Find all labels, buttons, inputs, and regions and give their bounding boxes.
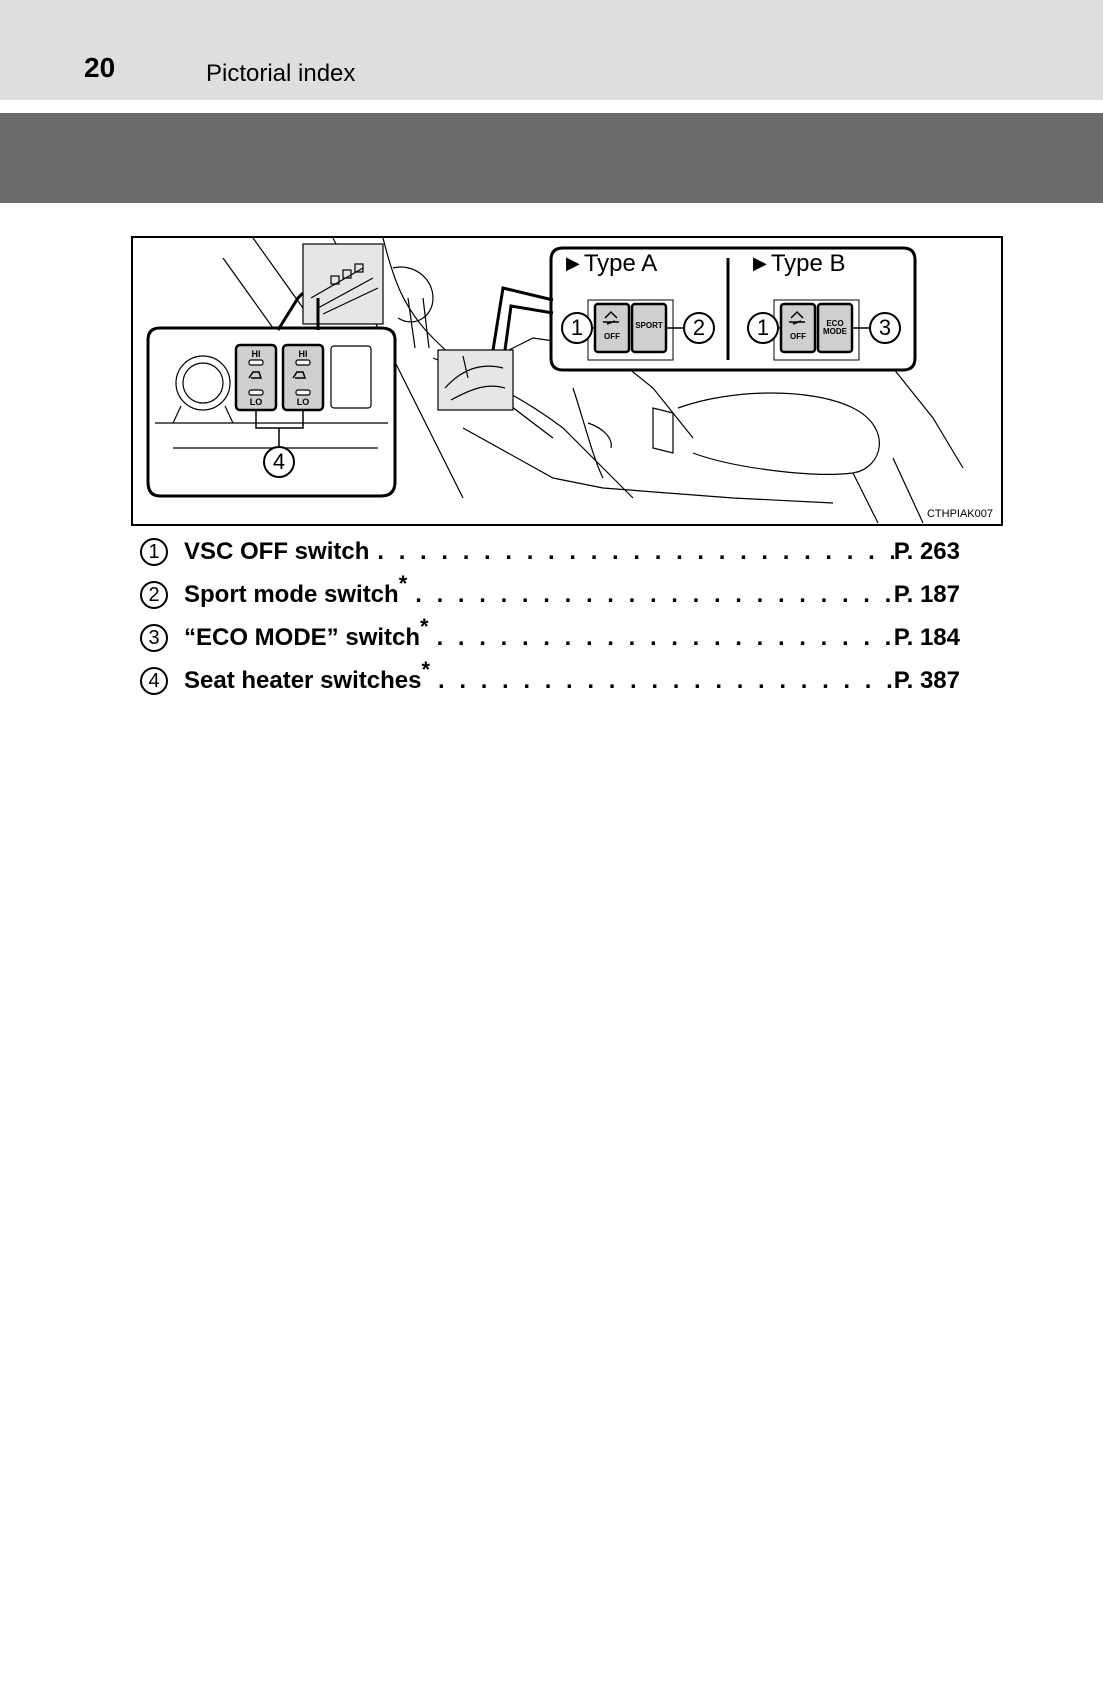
page-reference[interactable]: P. 387 bbox=[893, 666, 960, 694]
callout-sport: 2 bbox=[683, 312, 715, 344]
legend-label-text: Sport mode switch bbox=[184, 580, 399, 608]
page-reference[interactable]: P. 263 bbox=[893, 537, 960, 565]
legend-number: 1 bbox=[140, 537, 168, 566]
legend-number: 4 bbox=[140, 666, 168, 695]
legend-label-text: Seat heater switches bbox=[184, 666, 422, 694]
legend-label: VSC OFF switch bbox=[184, 538, 369, 566]
switch-legend: 1 VSC OFF switch . . . . . . . . . . . .… bbox=[140, 530, 960, 702]
illustration-code: CTHPIAK007 bbox=[926, 508, 993, 520]
header-band bbox=[0, 0, 1103, 100]
legend-label-text: VSC OFF switch bbox=[184, 537, 370, 565]
legend-label: “ECO MODE” switch* bbox=[184, 615, 429, 652]
console-line-drawing bbox=[146, 238, 964, 524]
page-number: 20 bbox=[84, 52, 116, 83]
sport-switch-label: SPORT bbox=[635, 321, 663, 330]
legend-row: 2 Sport mode switch* . . . . . . . . . .… bbox=[140, 572, 960, 616]
leader-dots: . . . . . . . . . . . . . . . . . . . . … bbox=[438, 666, 894, 694]
page-reference[interactable]: P. 187 bbox=[893, 580, 960, 608]
legend-row: 1 VSC OFF switch . . . . . . . . . . . .… bbox=[140, 530, 960, 573]
eco-mode-switch-label: ECO MODE bbox=[823, 319, 847, 336]
legend-asterisk: * bbox=[398, 570, 408, 596]
legend-row: 4 Seat heater switches* . . . . . . . . … bbox=[140, 658, 960, 702]
legend-number: 3 bbox=[140, 623, 168, 652]
legend-row: 3 “ECO MODE” switch* . . . . . . . . . .… bbox=[140, 615, 960, 659]
type-b-text: Type B bbox=[770, 250, 846, 277]
leader-dots: . . . . . . . . . . . . . . . . . . . . … bbox=[436, 623, 894, 651]
console-illustration: ▶Type A ▶Type B OFF SPORT OFF ECO MODE H… bbox=[131, 236, 1003, 526]
heater-right-lo: LO bbox=[296, 397, 310, 407]
heater-right-hi: HI bbox=[298, 349, 308, 359]
heater-left-hi: HI bbox=[251, 349, 261, 359]
type-b-label: ▶Type B bbox=[753, 250, 846, 277]
legend-label-text: “ECO MODE” switch bbox=[184, 623, 421, 651]
callout-eco: 3 bbox=[869, 312, 901, 344]
vsc-off-switch-a-label: OFF bbox=[604, 332, 620, 341]
legend-asterisk: * bbox=[420, 613, 429, 639]
section-title: Pictorial index bbox=[206, 60, 356, 87]
section-banner bbox=[0, 113, 1103, 203]
legend-label: Seat heater switches* bbox=[184, 658, 430, 695]
heater-left-lo: LO bbox=[249, 397, 263, 407]
type-a-label: ▶Type A bbox=[566, 250, 658, 277]
callout-vsc-type-b: 1 bbox=[747, 312, 779, 344]
page-reference[interactable]: P. 184 bbox=[893, 623, 960, 651]
legend-asterisk: * bbox=[421, 656, 431, 682]
vsc-off-switch-b-label: OFF bbox=[790, 332, 806, 341]
leader-dots: . . . . . . . . . . . . . . . . . . . . … bbox=[377, 537, 893, 565]
leader-dots: . . . . . . . . . . . . . . . . . . . . … bbox=[415, 580, 893, 608]
callout-vsc-type-a: 1 bbox=[561, 312, 593, 344]
legend-label: Sport mode switch* bbox=[184, 572, 407, 609]
legend-number: 2 bbox=[140, 580, 168, 609]
type-a-text: Type A bbox=[583, 250, 658, 277]
callout-seat-heater: 4 bbox=[263, 446, 295, 478]
